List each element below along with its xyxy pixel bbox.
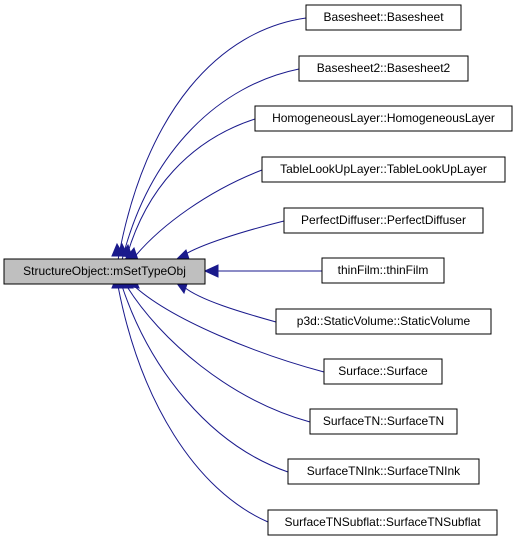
caller-node-surface-tn-subflat[interactable]: SurfaceTNSubflat::SurfaceTNSubflat	[267, 509, 498, 536]
caller-node-label: thinFilm::thinFilm	[338, 263, 429, 277]
caller-node-label: PerfectDiffuser::PerfectDiffuser	[301, 213, 466, 227]
caller-node-perfect-diffuser[interactable]: PerfectDiffuser::PerfectDiffuser	[283, 207, 484, 234]
edge-surface-tn	[125, 284, 311, 423]
caller-node-label: Basesheet::Basesheet	[323, 10, 444, 24]
caller-node-label: TableLookUpLayer::TableLookUpLayer	[280, 162, 487, 176]
edge-surface-tn-subflat	[117, 285, 269, 523]
caller-node-surface[interactable]: Surface::Surface	[323, 358, 443, 385]
caller-node-surface-tn[interactable]: SurfaceTN::SurfaceTN	[309, 408, 458, 435]
caller-node-surface-tn-ink[interactable]: SurfaceTNInk::SurfaceTNInk	[287, 458, 480, 485]
caller-node-static-volume[interactable]: p3d::StaticVolume::StaticVolume	[275, 308, 492, 335]
nodes: StructureObject::mSetTypeObj Basesheet::…	[3, 4, 513, 536]
caller-node-label: SurfaceTNInk::SurfaceTNInk	[307, 464, 461, 478]
caller-node-table-lookup-layer[interactable]: TableLookUpLayer::TableLookUpLayer	[261, 156, 506, 183]
caller-node-label: Surface::Surface	[338, 364, 428, 378]
edges	[117, 17, 325, 523]
root-node-label: StructureObject::mSetTypeObj	[23, 264, 186, 278]
edge-static-volume	[183, 286, 277, 323]
caller-node-label: Basesheet2::Basesheet2	[317, 61, 451, 75]
caller-node-thin-film[interactable]: thinFilm::thinFilm	[321, 257, 445, 284]
edge-basesheet	[117, 17, 307, 261]
edge-surface-tn-ink	[121, 285, 289, 473]
caller-node-label: p3d::StaticVolume::StaticVolume	[297, 314, 471, 328]
arrow-head-thin-film	[203, 264, 219, 278]
caller-node-homogeneous-layer[interactable]: HomogeneousLayer::HomogeneousLayer	[254, 105, 513, 132]
caller-node-basesheet[interactable]: Basesheet::Basesheet	[305, 4, 462, 31]
caller-node-label: SurfaceTN::SurfaceTN	[323, 414, 444, 428]
edge-homogeneous-layer	[125, 118, 256, 260]
edge-table-lookup-layer	[131, 169, 263, 261]
caller-node-basesheet2[interactable]: Basesheet2::Basesheet2	[298, 55, 469, 82]
edge-perfect-diffuser	[183, 220, 285, 256]
edge-surface	[131, 283, 325, 373]
edge-basesheet2	[121, 68, 300, 261]
caller-node-label: HomogeneousLayer::HomogeneousLayer	[272, 111, 495, 125]
root-node[interactable]: StructureObject::mSetTypeObj	[3, 258, 206, 285]
caller-node-label: SurfaceTNSubflat::SurfaceTNSubflat	[284, 515, 481, 529]
